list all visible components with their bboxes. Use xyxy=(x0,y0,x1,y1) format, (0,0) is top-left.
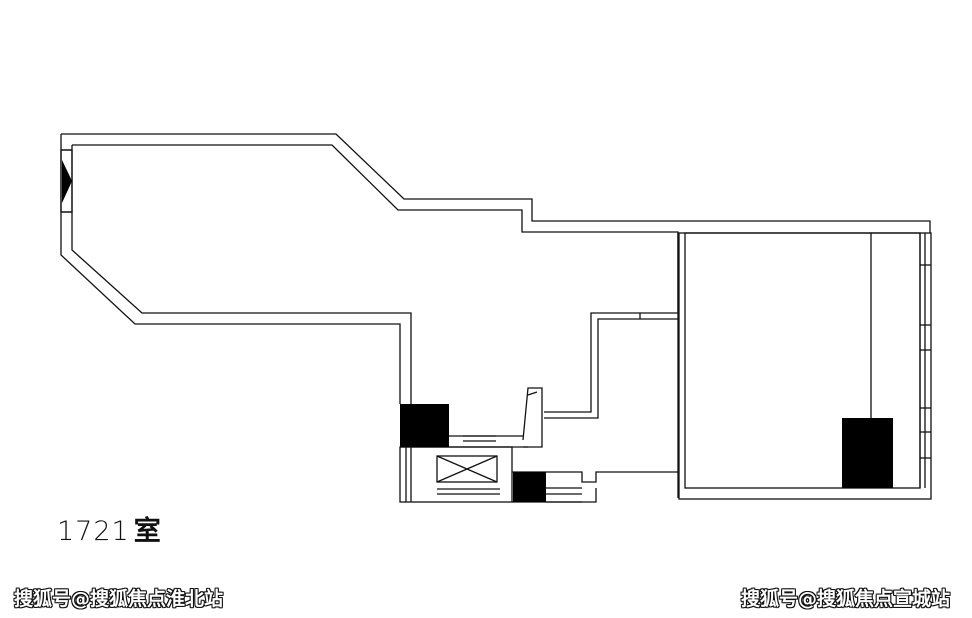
left-wall-outer xyxy=(60,134,401,404)
left-wall-inner xyxy=(71,145,412,404)
structural-column-right xyxy=(842,418,893,488)
right-room-outer xyxy=(678,232,932,500)
structural-column-left xyxy=(400,404,449,447)
lower-wall xyxy=(512,471,678,483)
outer-wall xyxy=(61,133,931,233)
room-number: 1721 xyxy=(57,516,130,547)
watermark-right: 搜狐号@搜狐焦点宣城站 xyxy=(740,588,950,610)
watermark-left: 搜狐号@搜狐焦点淮北站 xyxy=(14,588,224,610)
window-triangle xyxy=(62,160,72,203)
bathtub xyxy=(436,455,498,483)
structural-column-bottom xyxy=(513,472,546,502)
corridor-wall xyxy=(544,312,678,413)
room-suffix: 室 xyxy=(133,516,162,547)
shaft xyxy=(522,387,543,448)
inner-wall xyxy=(72,144,679,498)
